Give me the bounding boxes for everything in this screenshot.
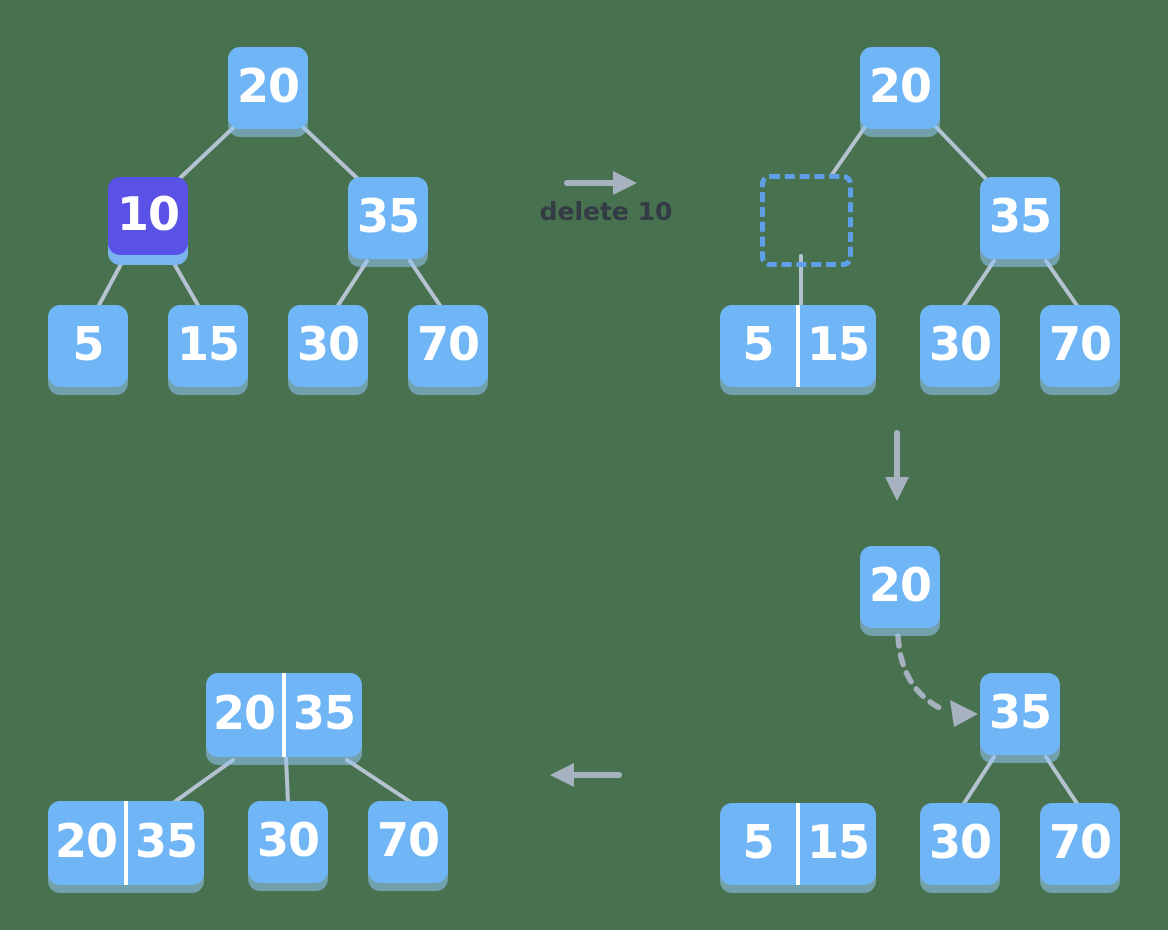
step-label: delete 10 <box>539 197 673 226</box>
tree-initial-edge <box>335 259 369 309</box>
tree-initial-edge <box>408 259 443 309</box>
arrow-step-right-head <box>613 171 637 195</box>
tree-after-delete-edge <box>934 125 988 181</box>
tree-after-delete-edge <box>961 259 996 309</box>
arrow-move-20-to-35-curve <box>895 633 949 714</box>
tree-sink-20-edge <box>1044 755 1080 807</box>
tree-after-delete-edge <box>1044 259 1080 309</box>
tree-sink-20-edge <box>961 755 996 807</box>
tree-merged-edge <box>171 758 235 805</box>
arrow-move-20-to-35-head <box>950 700 978 727</box>
tree-initial-edge <box>177 125 236 181</box>
tree-merged-edge <box>284 755 290 805</box>
tree-initial-edge <box>96 251 129 309</box>
tree-after-delete-edge <box>829 125 867 178</box>
tree-initial-edge <box>166 251 201 309</box>
arrow-step-down-head <box>885 477 909 501</box>
arrow-step-left-head <box>550 763 574 787</box>
tree-merged-edge <box>345 758 414 805</box>
tree-initial-edge <box>301 125 360 181</box>
